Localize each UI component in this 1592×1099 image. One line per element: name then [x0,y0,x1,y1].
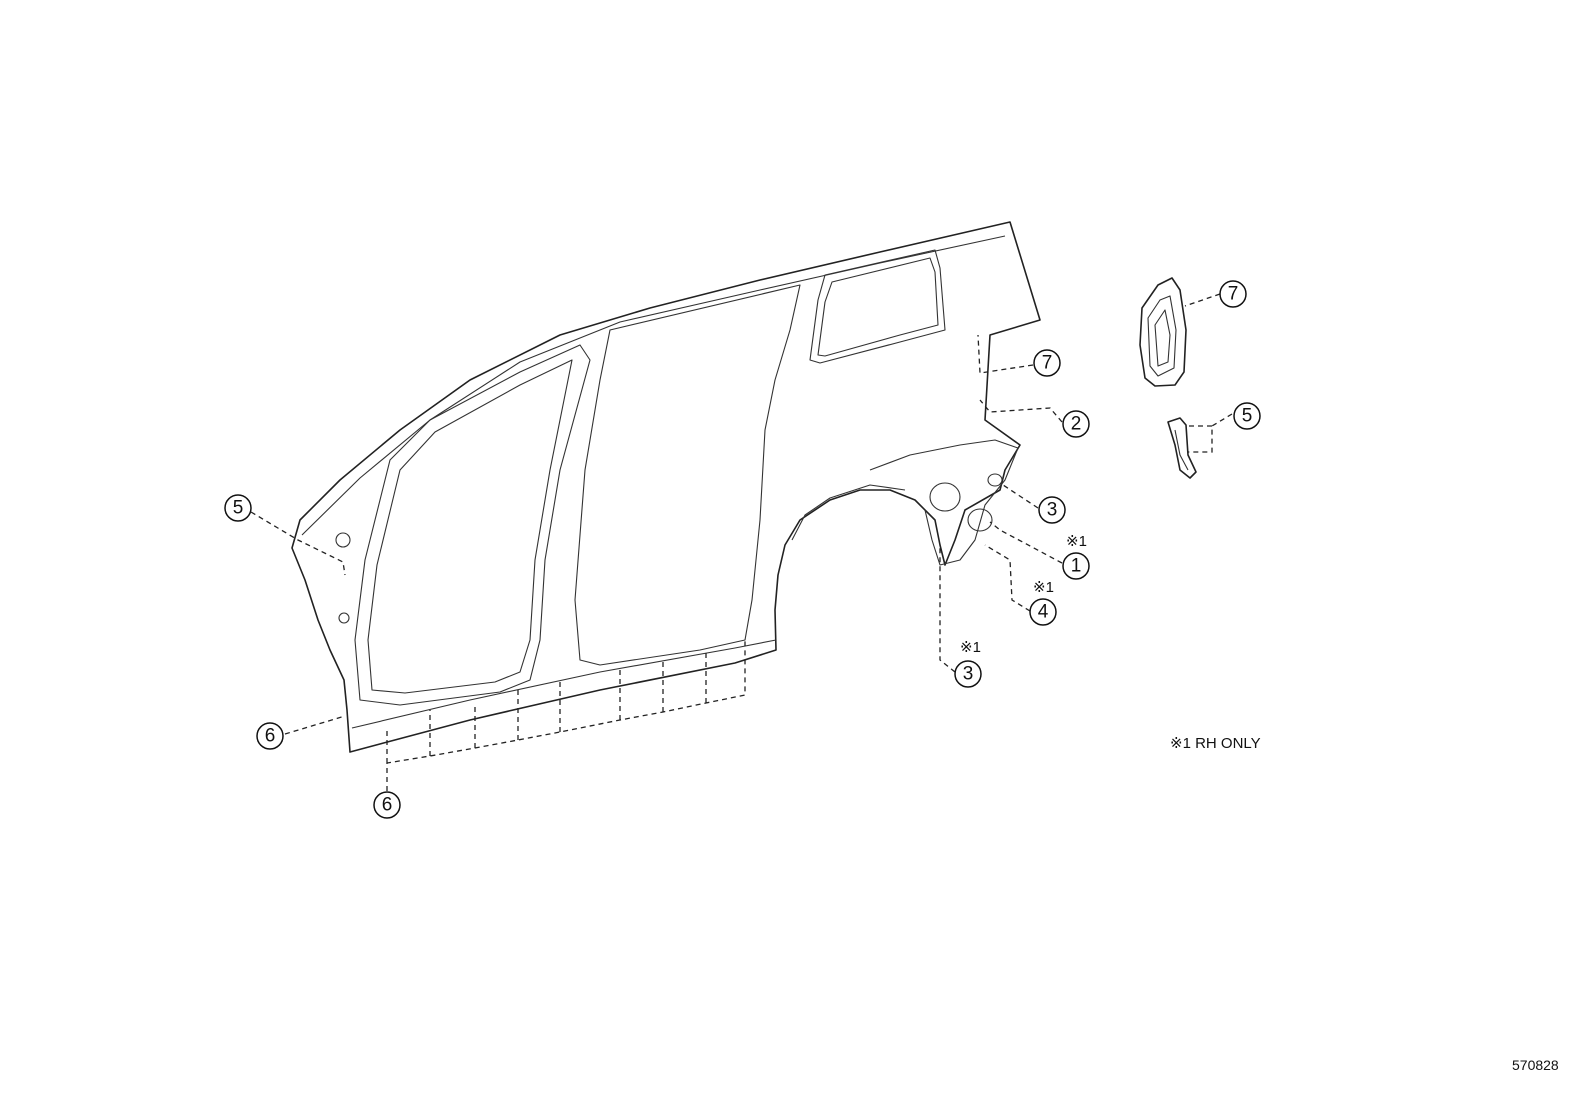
callout-label: 3 [1047,500,1058,521]
callout-5-right[interactable]: 5 [1233,402,1261,430]
roof-rail-inner [301,235,1006,536]
rear-door-opening [574,284,801,666]
rh-only-mark-3: ※1 [960,639,981,656]
quarter-window-inner [817,257,939,357]
leader-3-lower [939,545,956,673]
wheelhouse-hole-1 [929,482,961,512]
leader-2 [979,399,1063,423]
leader-6-left [284,715,346,735]
callout-7-mid[interactable]: 7 [1033,349,1061,377]
callout-2[interactable]: 2 [1062,410,1090,438]
callout-5-left[interactable]: 5 [224,494,252,522]
rear-pillar-reinforcement [1139,277,1187,387]
callout-label: 5 [1242,406,1253,427]
a-pillar-hole-lower [338,612,350,624]
drawing-id: 570828 [1512,1057,1559,1073]
rh-only-mark-4: ※1 [1033,579,1054,596]
rear-pillar-bracket [1167,417,1197,479]
leader-4 [984,544,1031,612]
reinforcement-inner-2 [1154,309,1171,367]
bracket-inner [1174,429,1189,471]
rh-only-mark-1: ※1 [1066,533,1087,550]
callout-label: 4 [1038,602,1049,623]
callout-label: 1 [1071,556,1082,577]
leader-7-right [1184,293,1221,307]
rh-only-legend: ※1 RH ONLY [1170,735,1261,752]
rocker-panel-line [351,639,777,729]
side-body-panel [291,221,1041,753]
wheelhouse-hole-2 [967,508,993,532]
callout-label: 5 [233,498,244,519]
callout-label: 7 [1228,284,1239,305]
inner-wheelhouse [869,439,1019,566]
a-pillar-hole [335,532,351,548]
quarter-window-opening [809,249,946,364]
callout-6-left[interactable]: 6 [256,722,284,750]
front-door-opening-inner [367,359,573,694]
callout-label: 2 [1071,414,1082,435]
leader-7-mid [977,334,1034,374]
leader-5-right [1186,413,1233,453]
callout-7-right[interactable]: 7 [1219,280,1247,308]
callout-6-bottom[interactable]: 6 [373,791,401,819]
callout-3-upper[interactable]: 3 [1038,496,1066,524]
wheelhouse-hole-3 [987,473,1003,487]
reinforcement-inner [1147,295,1177,377]
callout-label: 6 [382,795,393,816]
bracket-outline [1167,417,1197,479]
side-panel-outline [291,221,1041,753]
callout-4[interactable]: 4 [1029,598,1057,626]
callout-3-lower[interactable]: 3 [954,660,982,688]
wheel-arch-inner [791,484,906,541]
leader-6-rocker [386,640,746,791]
callout-label: 6 [265,726,276,747]
callout-1[interactable]: 1 [1062,552,1090,580]
leader-3-upper [999,482,1039,509]
callout-label: 3 [963,664,974,685]
leader-lines [250,293,1233,791]
reinforcement-outline [1139,277,1187,387]
front-door-opening [354,344,591,706]
callout-label: 7 [1042,353,1053,374]
leader-1 [989,521,1063,564]
leader-5-left [250,511,346,576]
